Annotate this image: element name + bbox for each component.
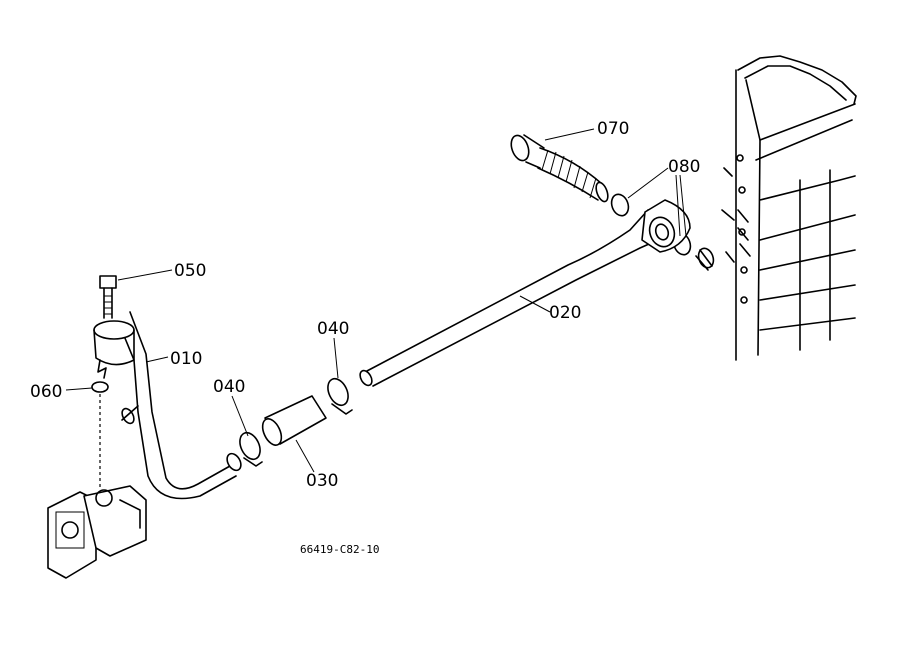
transmission-case xyxy=(721,55,857,361)
pump-body xyxy=(47,485,147,579)
banjo-fitting xyxy=(93,320,135,379)
part-030-hose xyxy=(261,395,327,446)
label-060: 060 xyxy=(30,382,62,402)
part-020-pipe xyxy=(359,199,691,387)
part-010-pipe xyxy=(119,311,242,500)
label-020: 020 xyxy=(549,303,581,323)
label-080: 080 xyxy=(668,157,700,177)
label-030: 030 xyxy=(306,471,338,491)
part-050-bolt xyxy=(99,275,117,319)
part-060-washer xyxy=(91,381,109,393)
label-070: 070 xyxy=(597,119,629,139)
part-070-coupling xyxy=(510,134,609,203)
label-010: 010 xyxy=(170,349,202,369)
drawing-code: 66419-C82-10 xyxy=(300,543,379,556)
leader-lines xyxy=(65,128,687,473)
label-040-right: 040 xyxy=(317,319,349,339)
label-050: 050 xyxy=(174,261,206,281)
case-fitting xyxy=(695,247,715,271)
part-040-clamp-left xyxy=(239,431,263,467)
label-040-left: 040 xyxy=(213,377,245,397)
part-040-clamp-right xyxy=(327,377,353,415)
